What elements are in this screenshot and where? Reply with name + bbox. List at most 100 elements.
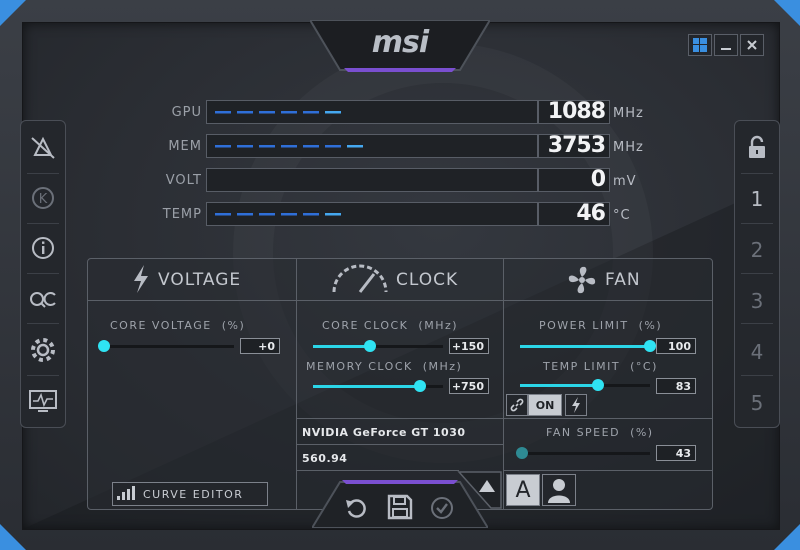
column-divider <box>503 259 504 509</box>
bars-icon <box>117 485 135 504</box>
temp-bar-fill <box>215 213 341 216</box>
fan-speed-label: FAN SPEED (%) <box>546 426 654 439</box>
driver-version: 560.94 <box>302 452 348 465</box>
power-limit-value[interactable]: 100 <box>656 338 696 354</box>
temp-bar <box>206 202 538 226</box>
settings-icon[interactable] <box>23 331 63 369</box>
bar-segment <box>325 111 341 114</box>
minimize-button[interactable] <box>714 34 738 56</box>
triangle-up-icon <box>479 480 495 492</box>
profile-5-button[interactable]: 5 <box>750 391 764 415</box>
oc-scanner-icon[interactable] <box>23 281 63 319</box>
power-limit-label: POWER LIMIT (%) <box>539 319 663 332</box>
bar-segment <box>303 213 319 216</box>
memory-clock-slider[interactable] <box>413 380 426 392</box>
user-fan-button[interactable] <box>542 474 576 506</box>
volt-bar <box>206 168 538 192</box>
fan-icon <box>566 264 598 300</box>
profile-2-button[interactable]: 2 <box>750 238 764 262</box>
save-button[interactable] <box>387 494 413 524</box>
temp-limit-fill <box>520 384 598 387</box>
msi-logo: msi <box>371 25 429 60</box>
core-clock-slider[interactable] <box>364 340 377 352</box>
volt-bar-fill <box>207 169 537 191</box>
bar-segment <box>259 213 275 216</box>
svg-text:K: K <box>39 192 48 207</box>
auto-fan-button[interactable]: A <box>506 474 540 506</box>
link-button[interactable] <box>506 394 528 416</box>
reset-button[interactable] <box>344 496 368 524</box>
fan-speed-track <box>522 452 650 455</box>
divider <box>297 470 459 471</box>
fan-speed-value[interactable]: 43 <box>656 445 696 461</box>
lightning-toggle[interactable] <box>565 394 587 416</box>
divider <box>297 444 503 445</box>
profile-3-button[interactable]: 3 <box>750 289 764 313</box>
reset-icon <box>346 499 366 518</box>
core-voltage-track <box>104 345 234 348</box>
divider <box>504 418 712 419</box>
mem-value: 3753 <box>538 134 610 158</box>
bar-segment <box>237 111 253 114</box>
bar-segment <box>281 213 297 216</box>
profile-1-button[interactable]: 1 <box>750 187 764 211</box>
left-sidebar: K <box>20 120 66 428</box>
core-clock-fill <box>313 345 371 348</box>
column-divider <box>296 259 297 509</box>
core-voltage-value[interactable]: +0 <box>240 338 280 354</box>
core-clock-track <box>313 345 443 348</box>
k-icon[interactable]: K <box>23 179 63 217</box>
profile-4-button[interactable]: 4 <box>750 340 764 364</box>
bar-segment <box>325 145 341 148</box>
link-icon <box>510 398 524 412</box>
lightning-icon <box>130 264 152 298</box>
core-voltage-slider[interactable] <box>98 340 110 352</box>
kombustor-icon[interactable] <box>23 129 63 167</box>
core-clock-label: CORE CLOCK (MHz) <box>322 319 459 332</box>
bar-segment <box>237 145 253 148</box>
lock-icon[interactable] <box>737 129 777 167</box>
link-on-toggle[interactable]: ON <box>528 394 562 416</box>
core-voltage-label: CORE VOLTAGE (%) <box>110 319 246 332</box>
volt-unit: mV <box>613 174 637 189</box>
apply-button[interactable] <box>430 496 454 524</box>
gpu-name: NVIDIA GeForce GT 1030 <box>302 426 466 439</box>
temp-unit: °C <box>613 208 631 223</box>
memory-clock-label: MEMORY CLOCK (MHz) <box>306 360 463 373</box>
info-icon[interactable] <box>23 229 63 267</box>
window-controls <box>688 34 764 56</box>
header-divider <box>88 300 712 301</box>
power-limit-slider[interactable] <box>644 340 656 352</box>
core-clock-value[interactable]: +150 <box>449 338 489 354</box>
gpu-unit: MHz <box>613 106 644 121</box>
windows-icon[interactable] <box>688 34 712 56</box>
temp-label: TEMP <box>162 207 202 222</box>
volt-value: 0 <box>538 168 610 192</box>
temp-value: 46 <box>538 202 610 226</box>
save-icon <box>387 494 413 520</box>
fan-speed-slider[interactable] <box>516 447 528 459</box>
bar-segment <box>215 213 231 216</box>
bar-segment <box>281 111 297 114</box>
close-button[interactable] <box>740 34 764 56</box>
temp-limit-slider[interactable] <box>592 379 604 391</box>
gpu-bar <box>206 100 538 124</box>
gauge-icon <box>330 264 390 298</box>
memory-clock-value[interactable]: +750 <box>449 378 489 394</box>
expand-tab <box>457 471 502 509</box>
bar-segment <box>303 111 319 114</box>
expand-up-button[interactable] <box>478 478 496 497</box>
clock-header: CLOCK <box>396 270 459 290</box>
volt-label: VOLT <box>165 173 202 188</box>
gpu-bar-fill <box>215 111 341 114</box>
mem-unit: MHz <box>613 140 644 155</box>
temp-limit-value[interactable]: 83 <box>656 378 696 394</box>
curve-editor-button[interactable]: CURVE EDITOR <box>112 482 268 506</box>
monitor-icon[interactable] <box>23 383 63 421</box>
bar-segment <box>281 145 297 148</box>
mem-bar-fill <box>215 145 363 148</box>
bar-segment <box>259 145 275 148</box>
check-icon <box>431 497 453 519</box>
lightning-icon <box>572 397 580 413</box>
bar-segment <box>347 145 363 148</box>
